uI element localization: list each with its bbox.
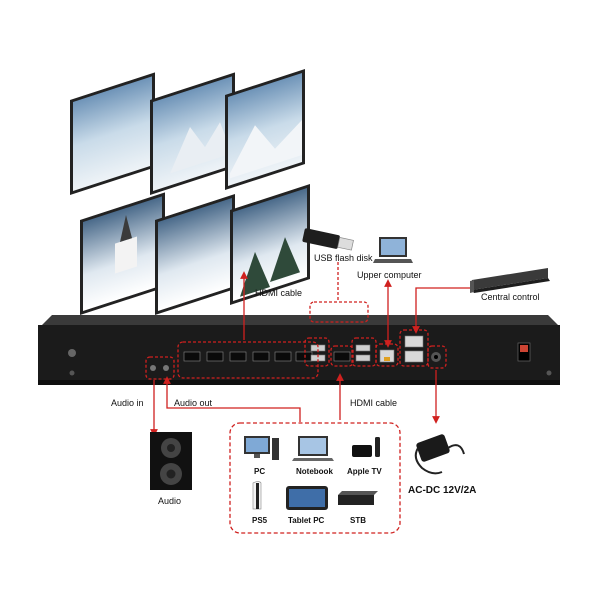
source-pc-label: PC — [254, 467, 266, 476]
sources-box — [229, 422, 401, 534]
stb-icon — [338, 491, 378, 505]
laptop-icon — [373, 237, 413, 263]
source-tablet-pc-label: Tablet PC — [288, 516, 325, 525]
port-highlights — [145, 301, 447, 380]
apple-tv-icon — [352, 437, 380, 457]
matrix-device — [38, 315, 560, 385]
audio-out-label: Audio out — [174, 398, 213, 408]
source-apple-tv-label: Apple TV — [347, 467, 382, 476]
tablet-pc-icon — [286, 486, 328, 510]
audio-in-label: Audio in — [111, 398, 144, 408]
usb-flash-disk-icon — [302, 228, 354, 251]
audio-label: Audio — [158, 496, 182, 506]
central-control-icon — [470, 268, 550, 293]
pc-icon — [244, 436, 279, 460]
source-notebook-label: Notebook — [296, 467, 333, 476]
video-wall — [70, 69, 310, 315]
hdmi-cable-bottom-label: HDMI cable — [350, 398, 398, 408]
central-control-label: Central control — [481, 292, 540, 302]
usb-flash-disk-label: USB flash disk — [314, 253, 373, 263]
power-adapter-icon — [414, 434, 465, 475]
hdmi-cable-top-label: HDMI cable — [255, 288, 303, 298]
ps5-icon — [252, 481, 262, 510]
upper-computer-label: Upper computer — [357, 270, 422, 280]
notebook-icon — [292, 436, 334, 461]
speaker-icon — [150, 432, 192, 490]
power-label: AC-DC 12V/2A — [408, 485, 477, 496]
source-ps5-label: PS5 — [252, 516, 268, 525]
source-stb-label: STB — [350, 516, 366, 525]
